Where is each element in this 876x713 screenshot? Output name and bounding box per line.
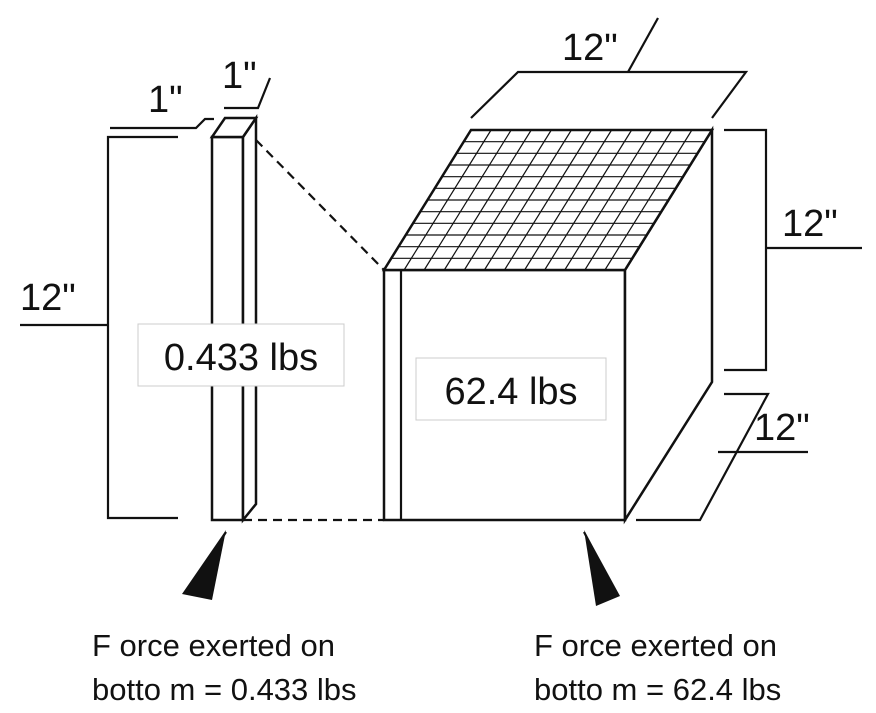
cube-top-grid (391, 129, 705, 271)
cube-height-bracket (724, 128, 768, 372)
right-caption-line1: F orce exerted on (534, 628, 777, 663)
column-depth-dimension-line (224, 77, 272, 110)
top-connector-dashed (255, 139, 385, 271)
cube-depth-bracket (636, 392, 770, 522)
cube-weight-label-box (415, 357, 607, 421)
left-caption-line1: F orce exerted on (92, 628, 335, 663)
column-top-face (209, 116, 259, 139)
cube-height-label: 12" (782, 203, 838, 245)
water-cube (381, 125, 715, 525)
right-caption-line2: botto m = 62.4 lbs (534, 672, 781, 707)
cube-width-label: 12" (562, 27, 618, 69)
water-column (209, 113, 259, 524)
force-arrows (182, 530, 620, 606)
left-caption-line2: botto m = 0.433 lbs (92, 672, 357, 707)
column-width-dimension-line (110, 117, 214, 130)
column-side-face (241, 113, 258, 524)
column-weight-label-box (137, 323, 345, 387)
column-width-label: 1" (148, 79, 183, 121)
right-force-arrow-icon (584, 530, 620, 606)
column-height-bracket (106, 135, 178, 520)
cube-width-bracket (470, 70, 749, 119)
grid-line (604, 129, 693, 271)
connector-lines (243, 139, 385, 522)
left-force-arrow-icon (182, 530, 226, 600)
cube-width-leader (627, 17, 659, 73)
cube-depth-label: 12" (754, 407, 810, 449)
column-dimensions (20, 77, 272, 520)
cube-dimensions (470, 17, 862, 522)
cube-weight-label: 62.4 lbs (444, 371, 577, 413)
column-height-label: 12" (20, 277, 76, 319)
column-depth-label: 1" (222, 55, 257, 97)
column-weight-label: 0.433 lbs (164, 337, 318, 379)
